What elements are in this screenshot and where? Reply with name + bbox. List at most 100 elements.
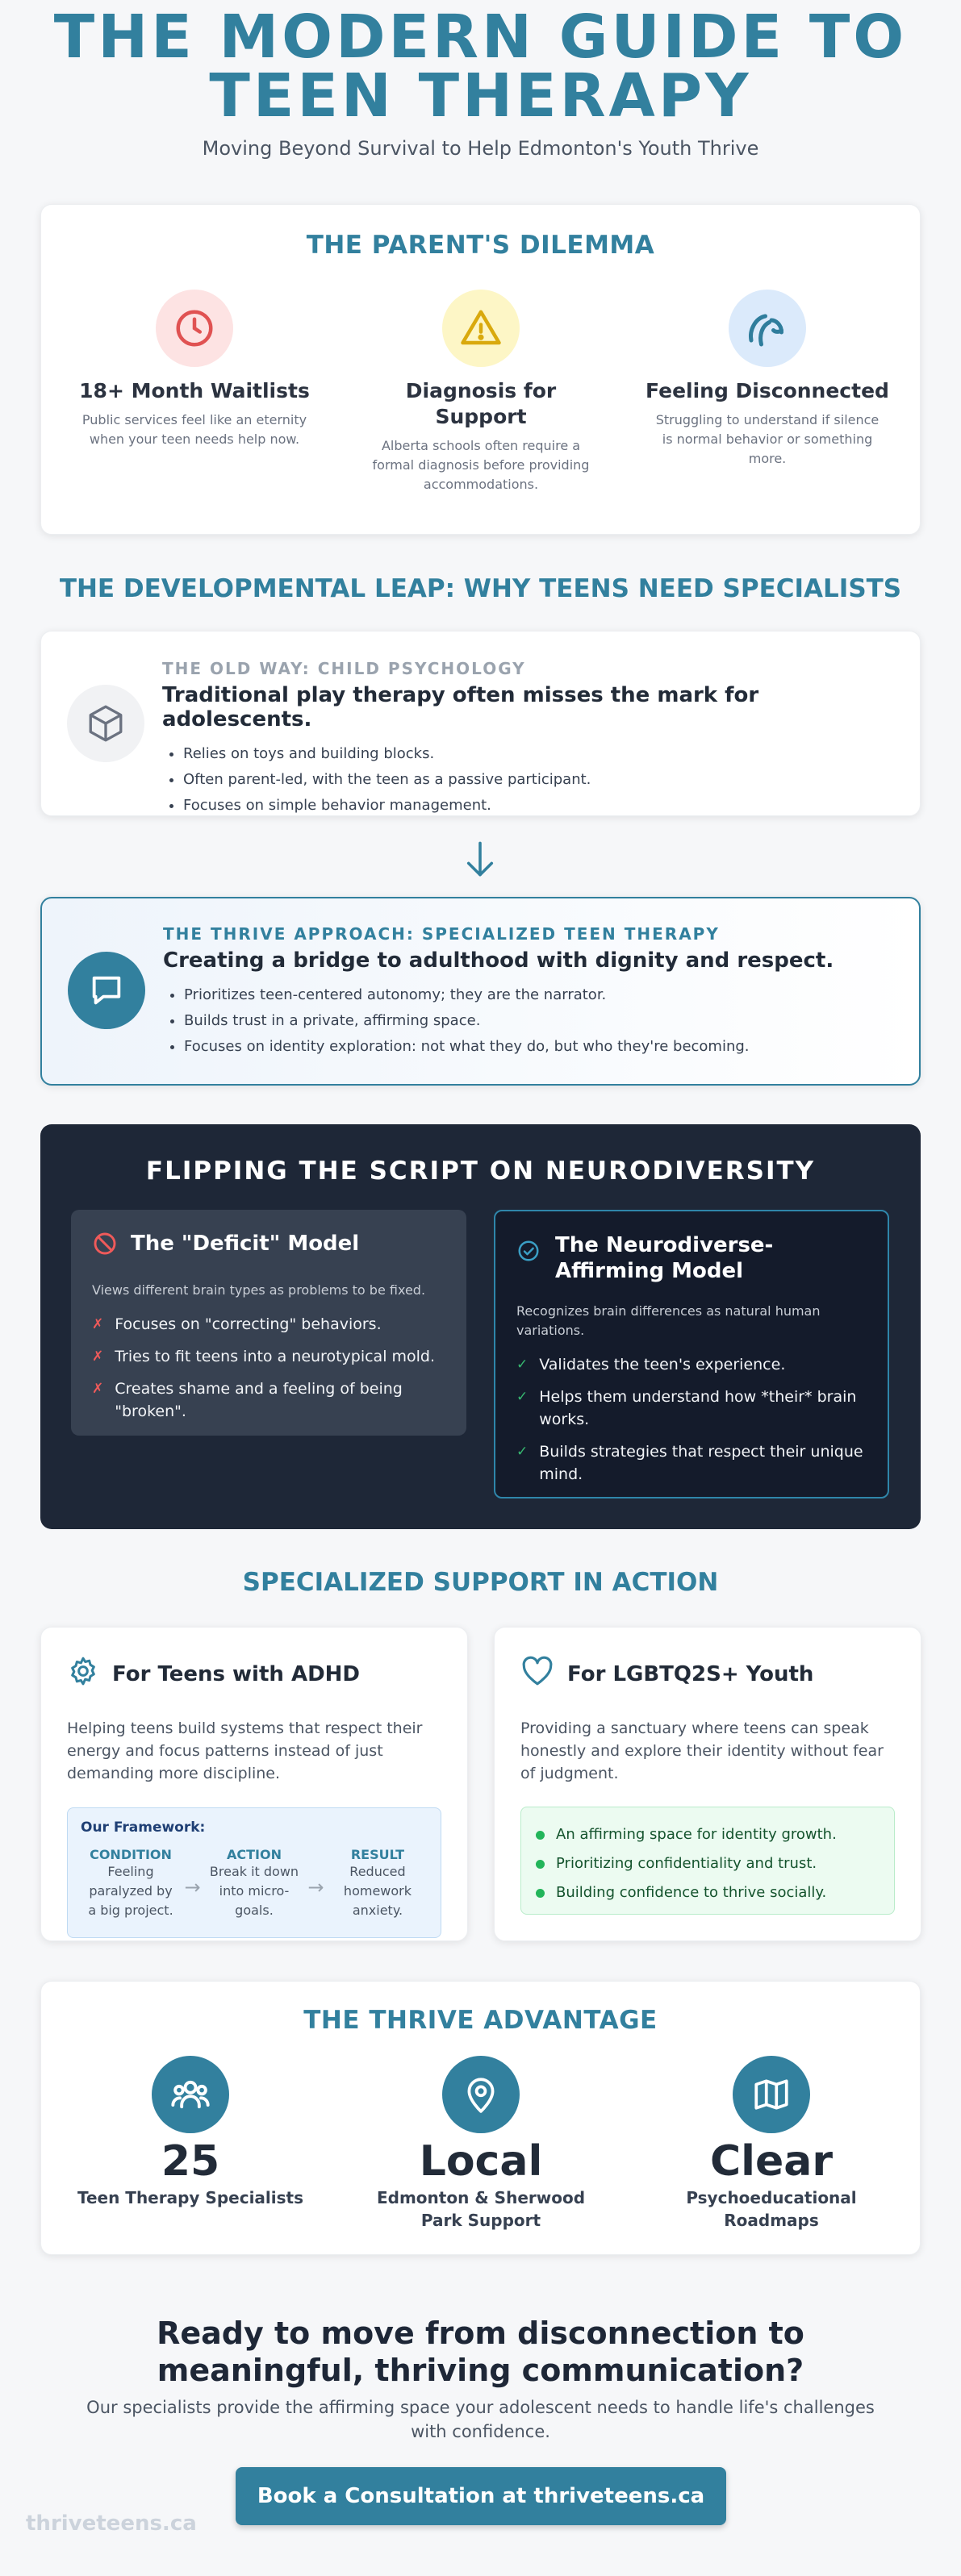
book-consultation-button[interactable]: Book a Consultation at thriveteens.ca <box>236 2467 726 2525</box>
warning-icon <box>442 290 520 367</box>
cta-text: Our specialists provide the affirming sp… <box>0 2395 961 2444</box>
advantage-item: Local Edmonton & Sherwood Park Support <box>336 2056 626 2232</box>
thrive-approach-content: THE THRIVE APPROACH: SPECIALIZED TEEN TH… <box>163 924 895 1060</box>
list-item: An affirming space for identity growth. <box>536 1820 880 1849</box>
framework-label: Our Framework: <box>81 1819 206 1836</box>
list-item: Builds trust in a private, affirming spa… <box>184 1008 895 1034</box>
page-title: THE MODERN GUIDE TO TEEN THERAPY <box>0 7 961 131</box>
dilemma-item: 18+ Month Waitlists Public services feel… <box>57 290 332 449</box>
advantage-label: Edmonton & Sherwood Park Support <box>376 2188 586 2230</box>
prohibited-icon <box>92 1231 118 1263</box>
list-item: ✗ Creates shame and a feeling of being "b… <box>92 1378 445 1423</box>
deficit-model-list: ✗Focuses on "correcting" behaviors. ✗Tri… <box>92 1313 445 1423</box>
arrow-right-icon: → <box>184 1876 201 1899</box>
thrive-approach-card: THE THRIVE APPROACH: SPECIALIZED TEEN TH… <box>40 897 921 1086</box>
framework-step-text: Feeling paralyzed by a big project. <box>88 1864 173 1918</box>
framework-steps: CONDITION Feeling paralyzed by a big pro… <box>81 1847 428 1920</box>
list-item-text: Creates shame and a feeling of being "br… <box>115 1380 403 1420</box>
dilemma-item-text: Alberta schools often require a formal d… <box>372 438 590 492</box>
list-item-text: Validates the teen's experience. <box>539 1356 786 1373</box>
framework-step-text: Break it down into micro-goals. <box>209 1864 299 1918</box>
advantage-card: THE THRIVE ADVANTAGE 25 Teen Therapy Spe… <box>40 1981 921 2255</box>
dilemma-item-text: Struggling to understand if silence is n… <box>655 412 880 466</box>
page-subtitle: Moving Beyond Survival to Help Edmonton'… <box>202 137 759 160</box>
neurodiversity-heading: FLIPPING THE SCRIPT ON NEURODIVERSITY <box>145 1157 816 1186</box>
advantage-item: 25 Teen Therapy Specialists <box>45 2056 336 2209</box>
old-way-content: THE OLD WAY: CHILD PSYCHOLOGY Traditiona… <box>162 659 896 819</box>
list-item: Focuses on identity exploration: not wha… <box>184 1034 895 1060</box>
deficit-model-text: Views different brain types as problems … <box>92 1282 426 1298</box>
clock-icon <box>156 290 233 367</box>
dilemma-item-title: 18+ Month Waitlists <box>79 379 310 402</box>
affirming-model-header: The Neurodiverse-Affirming Model <box>516 1232 867 1284</box>
list-item: ✓ Helps them understand how *their* brain… <box>516 1386 867 1431</box>
deficit-model-title: The "Deficit" Model <box>131 1232 360 1256</box>
dilemma-card: THE PARENT'S DILEMMA 18+ Month Waitlists… <box>40 204 921 535</box>
old-way-title: Traditional play therapy often misses th… <box>162 683 759 732</box>
list-item: ✓ Builds strategies that respect their un… <box>516 1440 867 1486</box>
cta-heading-text: Ready to move from disconnection to mean… <box>157 2315 804 2388</box>
list-item-text: Tries to fit teens into a neurotypical m… <box>115 1348 436 1365</box>
developmental-heading: THE DEVELOPMENTAL LEAP: WHY TEENS NEED S… <box>59 574 902 603</box>
list-item: ✓ Validates the teen's experience. <box>516 1353 867 1376</box>
list-item: Prioritizes teen-centered autonomy; they… <box>184 982 895 1008</box>
advantage-label: Psychoeducational Roadmaps <box>686 2188 857 2230</box>
neurodiversity-section: FLIPPING THE SCRIPT ON NEURODIVERSITY Th… <box>40 1124 921 1529</box>
adhd-card-text: Helping teens build systems that respect… <box>67 1719 423 1782</box>
title-line-2: TEEN THERAPY <box>209 61 752 131</box>
list-item-text: Building confidence to thrive socially. <box>556 1884 827 1901</box>
framework-step-text: Reduced homework anxiety. <box>343 1864 412 1918</box>
old-way-list: Relies on toys and building blocks. Ofte… <box>162 741 896 819</box>
cross-icon: ✗ <box>92 1381 104 1397</box>
list-item-text: Builds strategies that respect their uni… <box>539 1443 863 1483</box>
dilemma-heading: THE PARENT'S DILEMMA <box>306 231 655 260</box>
framework-step: CONDITION Feeling paralyzed by a big pro… <box>81 1847 181 1920</box>
old-way-eyebrow: THE OLD WAY: CHILD PSYCHOLOGY <box>162 659 526 678</box>
lgbtq-benefits-box: An affirming space for identity growth. … <box>520 1807 895 1915</box>
advantage-label: Teen Therapy Specialists <box>77 2188 303 2207</box>
check-icon: ✓ <box>516 1444 529 1460</box>
adhd-card-header: For Teens with ADHD <box>67 1655 441 1693</box>
dilemma-item: Diagnosis for Support Alberta schools of… <box>344 290 618 494</box>
framework-box: Our Framework: CONDITION Feeling paralyz… <box>67 1807 441 1938</box>
framework-step-label: ACTION <box>226 1847 282 1862</box>
team-icon <box>152 2056 229 2133</box>
lgbtq-card-title: For LGBTQ2S+ Youth <box>567 1661 814 1686</box>
list-item: Focuses on simple behavior management. <box>183 793 896 819</box>
dilemma-item: Feeling Disconnected Struggling to under… <box>630 290 905 469</box>
dilemma-item-title: Feeling Disconnected <box>646 379 889 402</box>
affirming-model-text: Recognizes brain differences as natural … <box>516 1303 821 1338</box>
affirming-model-list: ✓ Validates the teen's experience. ✓ Helps… <box>516 1353 867 1486</box>
advantage-value: 25 <box>161 2137 220 2186</box>
bullet-dot <box>536 1830 545 1840</box>
check-icon: ✓ <box>516 1357 529 1373</box>
cta-heading: Ready to move from disconnection to mean… <box>0 2315 961 2389</box>
arrow-right-icon: → <box>307 1876 324 1899</box>
list-item-text: Helps them understand how *their* brain … <box>539 1388 857 1428</box>
advantage-heading: THE THRIVE ADVANTAGE <box>303 2006 658 2035</box>
heart-icon <box>520 1655 554 1693</box>
old-way-card: THE OLD WAY: CHILD PSYCHOLOGY Traditiona… <box>40 631 921 816</box>
adhd-card-title: For Teens with ADHD <box>112 1661 360 1686</box>
framework-step: RESULT Reduced homework anxiety. <box>328 1847 428 1920</box>
lgbtq-card-text: Providing a sanctuary where teens can sp… <box>520 1719 884 1782</box>
adhd-card: For Teens with ADHD Helping teens build … <box>40 1627 468 1941</box>
thrive-approach-list: Prioritizes teen-centered autonomy; they… <box>163 982 895 1060</box>
affirming-model-title: The Neurodiverse-Affirming Model <box>555 1233 774 1283</box>
lgbtq-card: For LGBTQ2S+ Youth Providing a sanctuary… <box>494 1627 921 1941</box>
affirming-model-card: The Neurodiverse-Affirming Model Recogni… <box>494 1210 889 1498</box>
framework-step: ACTION Break it down into micro-goals. <box>204 1847 304 1920</box>
list-item-text: Focuses on "correcting" behaviors. <box>115 1315 382 1333</box>
list-item-text: Prioritizing confidentiality and trust. <box>556 1855 817 1872</box>
check-icon: ✓ <box>516 1389 529 1405</box>
list-item: ✗Tries to fit teens into a neurotypical … <box>92 1345 445 1368</box>
thrive-approach-title: Creating a bridge to adulthood with dign… <box>163 948 834 973</box>
cross-icon: ✗ <box>92 1316 104 1332</box>
arrow-down-icon <box>462 839 498 882</box>
dilemma-item-text: Public services feel like an eternity wh… <box>81 412 307 447</box>
chat-bubble-icon <box>68 952 145 1029</box>
advantage-value: Clear <box>710 2137 833 2186</box>
advantage-item: Clear Psychoeducational Roadmaps <box>626 2056 917 2232</box>
framework-step-label: RESULT <box>350 1847 405 1862</box>
